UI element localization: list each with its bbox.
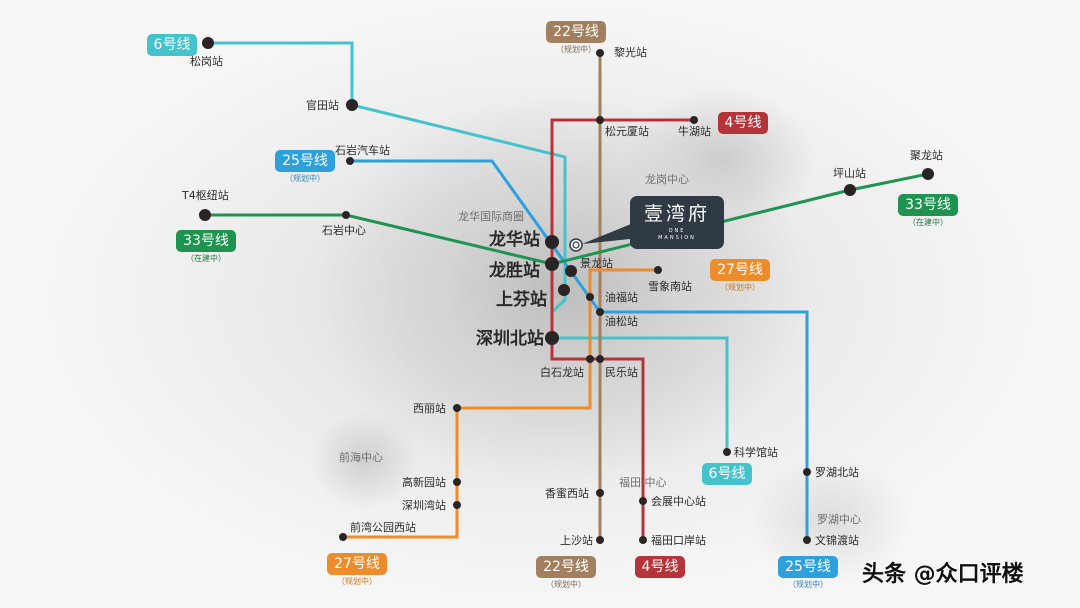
- station-dot[interactable]: [803, 468, 811, 476]
- metro-line-line6: [208, 41, 729, 452]
- area-label: 福田 中心: [619, 476, 667, 489]
- station-label: 聚龙站: [910, 149, 943, 162]
- line-status-label: （规划中）: [556, 45, 596, 54]
- station-label: 黎光站: [614, 46, 647, 59]
- station-label: 白石龙站: [540, 366, 584, 379]
- line-badge-b33-left[interactable]: 33号线: [176, 230, 236, 252]
- station-label: 油福站: [605, 291, 638, 304]
- station-label: 上沙站: [560, 534, 593, 547]
- station-label: 深圳湾站: [402, 499, 446, 512]
- project-location-icon: [569, 238, 583, 252]
- metro-line-line27: [343, 268, 658, 539]
- major-station-label: 深圳北站: [476, 329, 544, 349]
- station-dot[interactable]: [654, 266, 662, 274]
- station-dot[interactable]: [545, 257, 559, 271]
- line-status-label: （规划中）: [546, 580, 586, 589]
- station-dot[interactable]: [346, 157, 354, 165]
- station-dot[interactable]: [342, 211, 350, 219]
- station-dot[interactable]: [586, 355, 594, 363]
- station-label: 罗湖北站: [815, 466, 859, 479]
- project-name-en-2: MANSION: [658, 235, 696, 241]
- station-dot[interactable]: [339, 533, 347, 541]
- area-label: 龙华国际商圈: [458, 210, 524, 223]
- station-dot[interactable]: [558, 284, 570, 296]
- station-label: 西丽站: [413, 402, 446, 415]
- line-badge-b33-right[interactable]: 33号线: [898, 194, 958, 216]
- station-dots: [199, 37, 934, 544]
- line-status-label: （规划中）: [788, 580, 828, 589]
- station-dot[interactable]: [346, 99, 358, 111]
- station-dot[interactable]: [639, 536, 647, 544]
- station-dot[interactable]: [596, 49, 604, 57]
- station-dot[interactable]: [453, 501, 461, 509]
- station-dot[interactable]: [690, 116, 698, 124]
- station-dot[interactable]: [803, 536, 811, 544]
- station-label: 高新园站: [402, 476, 446, 489]
- station-dot[interactable]: [586, 293, 594, 301]
- station-label: 雪象南站: [648, 280, 692, 293]
- area-label: 龙岗中心: [645, 173, 689, 186]
- station-dot[interactable]: [596, 308, 604, 316]
- station-dot[interactable]: [596, 355, 604, 363]
- line-badge-b22-bottom[interactable]: 22号线: [536, 556, 596, 578]
- station-label: 民乐站: [605, 366, 638, 379]
- line-badge-b22-top[interactable]: 22号线: [546, 21, 606, 43]
- line-badge-b6-top[interactable]: 6号线: [147, 34, 197, 56]
- station-label: 官田站: [306, 99, 339, 112]
- line-status-label: （规划中）: [285, 174, 325, 183]
- project-name: 壹湾府: [643, 203, 710, 225]
- station-label: 福田口岸站: [651, 534, 706, 547]
- station-dot[interactable]: [844, 184, 856, 196]
- line-badge-b25-top[interactable]: 25号线: [275, 150, 335, 172]
- station-label: 石岩中心: [322, 224, 366, 237]
- callout-pointer: [582, 222, 640, 244]
- station-dot[interactable]: [723, 448, 731, 456]
- station-dot[interactable]: [199, 209, 211, 221]
- line-status-label: （规划中）: [337, 577, 377, 586]
- line-badge-b27-right[interactable]: 27号线: [710, 259, 770, 281]
- station-dot[interactable]: [545, 235, 559, 249]
- line-status-label: （规划中）: [720, 283, 760, 292]
- station-dot[interactable]: [596, 536, 604, 544]
- station-label: 石岩汽车站: [335, 144, 390, 157]
- station-label: 会展中心站: [651, 495, 706, 508]
- station-dot[interactable]: [202, 37, 214, 49]
- station-label: 牛湖站: [678, 125, 711, 138]
- station-dot[interactable]: [545, 331, 559, 345]
- major-station-label: 龙华站: [489, 230, 540, 250]
- station-dot[interactable]: [639, 497, 647, 505]
- station-label: T4枢纽站: [182, 189, 229, 202]
- station-dot[interactable]: [596, 116, 604, 124]
- callout-arrow: [582, 222, 640, 244]
- station-dot[interactable]: [565, 265, 577, 277]
- station-label: 前湾公园西站: [350, 521, 416, 534]
- station-dot[interactable]: [453, 404, 461, 412]
- station-label: 松岗站: [190, 55, 223, 68]
- station-dot[interactable]: [453, 478, 461, 486]
- major-station-label: 龙胜站: [489, 261, 540, 281]
- watermark: 头条 @众口评楼: [862, 562, 1024, 587]
- station-label: 松元厦站: [605, 125, 649, 138]
- line-badge-b4-bottom[interactable]: 4号线: [635, 556, 685, 578]
- station-dot[interactable]: [596, 489, 604, 497]
- station-dot[interactable]: [922, 168, 934, 180]
- line-badge-b4-top[interactable]: 4号线: [718, 112, 768, 134]
- line-badge-b27-left[interactable]: 27号线: [327, 553, 387, 575]
- major-station-label: 上芬站: [496, 290, 547, 310]
- line-badge-b6-bottom[interactable]: 6号线: [702, 463, 752, 485]
- station-label: 文锦渡站: [815, 534, 859, 547]
- station-label: 科学馆站: [734, 446, 778, 459]
- area-label: 罗湖中心: [817, 513, 861, 526]
- project-callout[interactable]: 壹湾府 ONE MANSION: [630, 196, 724, 249]
- project-name-en-1: ONE: [668, 228, 686, 234]
- station-label: 香蜜西站: [545, 487, 589, 500]
- station-label: 坪山站: [833, 167, 866, 180]
- station-label: 景龙站: [580, 257, 613, 270]
- line-badge-b25-bottom[interactable]: 25号线: [778, 556, 838, 578]
- line-status-label: （在建中）: [908, 218, 948, 227]
- area-label: 前海中心: [339, 451, 383, 464]
- station-label: 油松站: [605, 315, 638, 328]
- line-status-label: （在建中）: [186, 254, 226, 263]
